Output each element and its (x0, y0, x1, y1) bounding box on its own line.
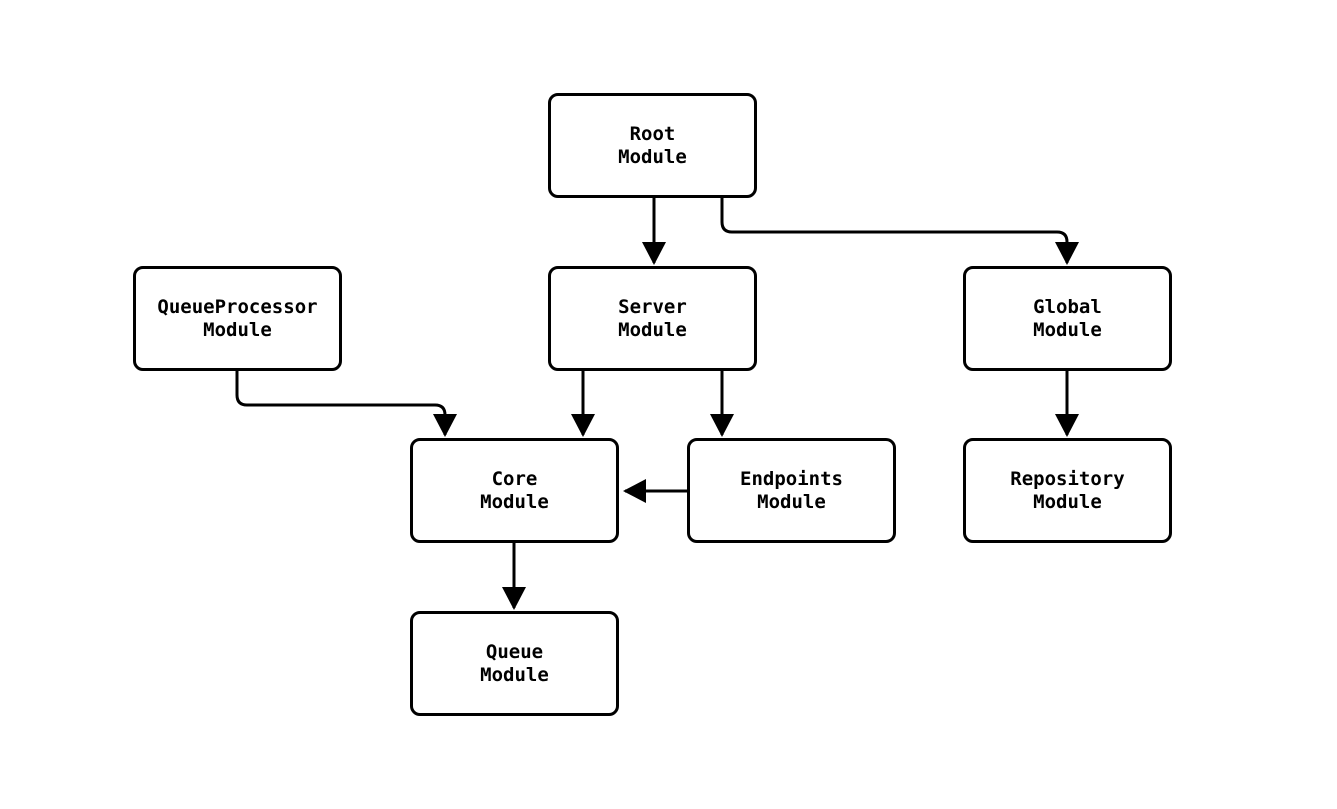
node-label: Module (618, 318, 687, 341)
node-label: Repository (1010, 467, 1125, 490)
node-label: Module (480, 663, 549, 686)
node-label: Root (629, 122, 676, 145)
node-global-module: Global Module (963, 266, 1172, 371)
edge-queueprocessor-to-core (235, 371, 457, 437)
node-queue-module: Queue Module (410, 611, 619, 716)
node-label: Module (618, 145, 687, 168)
node-label: Module (480, 490, 549, 513)
node-endpoints-module: Endpoints Module (687, 438, 896, 543)
node-repository-module: Repository Module (963, 438, 1172, 543)
node-label: Module (757, 490, 826, 513)
node-core-module: Core Module (410, 438, 619, 543)
node-label: QueueProcessor (157, 295, 318, 318)
node-label: Module (203, 318, 272, 341)
node-label: Server (618, 295, 687, 318)
node-label: Global (1033, 295, 1102, 318)
node-label: Module (1033, 318, 1102, 341)
node-server-module: Server Module (548, 266, 757, 371)
node-label: Queue (485, 640, 544, 663)
edge-root-to-global (720, 198, 1079, 265)
node-label: Endpoints (740, 467, 843, 490)
node-label: Module (1033, 490, 1102, 513)
node-label: Core (491, 467, 538, 490)
node-root-module: Root Module (548, 93, 757, 198)
node-queueprocessor-module: QueueProcessor Module (133, 266, 342, 371)
